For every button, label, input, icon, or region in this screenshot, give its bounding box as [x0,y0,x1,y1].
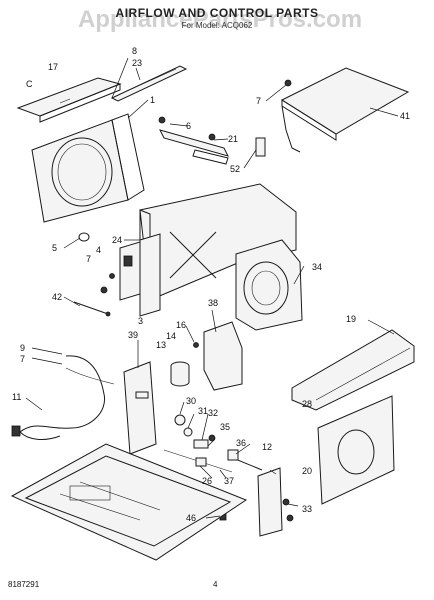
callout-34: 34 [312,262,322,272]
callout-7-top: 7 [256,96,261,106]
callout-11: 11 [12,392,21,402]
callout-23: 23 [132,58,142,68]
callout-16: 16 [176,320,186,330]
part-24-main-frame [139,183,297,317]
part-1-shroud [31,113,145,223]
part-6-21-bar [158,116,229,165]
callout-37: 37 [224,476,234,486]
part-3-control-box [100,241,141,301]
callouts: C 17 8 23 1 6 21 52 7 41 5 4 24 7 34 42 … [12,46,410,523]
callout-1: 1 [150,95,155,105]
base-pan [10,443,248,561]
part-23-rail [110,65,188,102]
page-number: 4 [213,580,218,589]
callout-4: 4 [96,245,101,255]
callout-30: 30 [186,396,196,406]
part-20-bracket [257,467,283,537]
part-17-bracket [16,77,122,123]
callout-19: 19 [346,314,356,324]
callout-42: 42 [52,292,62,302]
callout-7-left: 7 [20,354,25,364]
callout-13: 13 [156,340,166,350]
callout-8: 8 [132,46,137,56]
callout-17: 17 [48,62,58,72]
callout-46: 46 [186,513,196,523]
part-38-bracket [203,321,243,391]
part-13-capacitor [170,342,199,387]
watermark-logo: AppliancePartsPros.com [77,6,363,33]
part-30-36-controls [174,414,216,449]
callout-41: 41 [400,111,410,121]
part-42-rod [73,301,111,317]
part-11-power-cord [11,355,115,440]
callout-38: 38 [208,298,218,308]
callout-31: 31 [198,406,208,416]
part-34-blower-housing [235,239,303,331]
callout-52: 52 [230,164,240,174]
callout-32: 32 [208,408,218,418]
part-52-clip [255,137,266,157]
callout-12: 12 [262,442,272,452]
callout-6: 6 [186,121,191,131]
part-26-37-harness [163,449,233,473]
callout-7-mid: 7 [86,254,91,264]
callout-20: 20 [302,466,312,476]
callout-35: 35 [220,422,230,432]
callout-33: 33 [302,504,312,514]
callout-5: 5 [52,243,57,253]
callout-9: 9 [20,343,25,353]
diagram-subtitle: For Model: ACQ062 [181,21,253,30]
document-number: 8187291 [8,580,40,589]
callout-3: 3 [138,316,143,326]
callout-39: 39 [128,330,138,340]
callout-14: 14 [166,331,176,341]
callout-21: 21 [228,134,238,144]
part-41-top-panel [280,67,410,153]
part-39-control-panel [123,361,157,455]
callout-c: C [26,79,33,89]
callout-26: 26 [202,476,212,486]
leader-lines [25,57,399,519]
callout-24: 24 [112,235,122,245]
part-19-top-rail [291,329,415,411]
part-5-clip [78,232,90,242]
diagram-title: AIRFLOW AND CONTROL PARTS [115,6,319,20]
callout-36: 36 [236,438,246,448]
callout-28: 28 [302,399,312,409]
part-28-side-panel [317,395,395,505]
part-12-thermostat [227,449,263,471]
